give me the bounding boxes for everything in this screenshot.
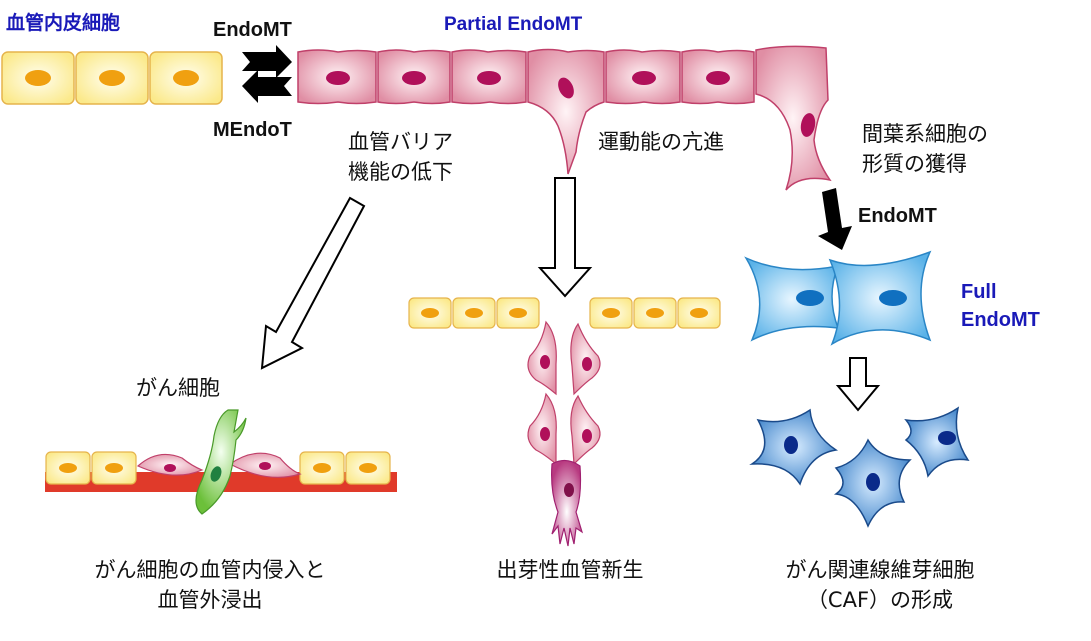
label-motility: 運動能の亢進 bbox=[598, 130, 724, 154]
label-endomt-forward: EndoMT bbox=[213, 19, 292, 41]
nucleus bbox=[313, 463, 331, 473]
nucleus bbox=[558, 77, 574, 99]
label-mesenchymal-1: 間葉系細胞の bbox=[862, 122, 988, 146]
reversible-arrows bbox=[242, 45, 292, 103]
nucleus bbox=[402, 71, 426, 85]
label-mesenchymal-2: 形質の獲得 bbox=[862, 152, 967, 176]
label-endomt-down: EndoMT bbox=[858, 205, 937, 227]
arrow-down-icon bbox=[818, 188, 852, 250]
caf-cells bbox=[749, 406, 970, 528]
label-barrier-loss-1: 血管バリア bbox=[348, 130, 453, 154]
nucleus bbox=[690, 308, 708, 318]
arrow-to-sprouting bbox=[537, 177, 593, 298]
nucleus bbox=[465, 308, 483, 318]
nucleus bbox=[938, 431, 956, 445]
label-partial-endomt: Partial EndoMT bbox=[444, 14, 583, 35]
nucleus bbox=[540, 427, 550, 441]
label-cancer-cell: がん細胞 bbox=[136, 376, 220, 400]
label-barrier-loss-2: 機能の低下 bbox=[348, 160, 453, 184]
nucleus bbox=[25, 70, 51, 86]
nucleus bbox=[564, 483, 574, 497]
arrow-left-icon bbox=[242, 70, 292, 103]
nucleus bbox=[879, 290, 907, 306]
nucleus bbox=[164, 464, 176, 472]
caf-cell bbox=[904, 406, 970, 478]
endothelial-cell-row bbox=[1, 51, 223, 105]
nucleus bbox=[646, 308, 664, 318]
nucleus bbox=[706, 71, 730, 85]
full-endomt-cell bbox=[744, 256, 840, 342]
hollow-arrow-down-icon bbox=[835, 357, 881, 412]
arrow-to-caf bbox=[835, 357, 881, 412]
nucleus bbox=[359, 463, 377, 473]
outcome-sprouting: 出芽性血管新生 bbox=[496, 558, 644, 582]
nucleus bbox=[105, 463, 123, 473]
cancer-cell bbox=[195, 409, 247, 515]
label-endothelial-cells: 血管内皮細胞 bbox=[6, 12, 121, 34]
label-full-endomt-2: EndoMT bbox=[961, 309, 1040, 331]
outcome-intravasation-1: がん細胞の血管内侵入と bbox=[94, 558, 326, 582]
partial-cell-mesenchymal bbox=[755, 45, 832, 191]
nucleus bbox=[509, 308, 527, 318]
intravasation-illustration bbox=[45, 409, 397, 515]
full-endomt-cells bbox=[744, 250, 932, 346]
label-full-endomt-1: Full bbox=[961, 281, 997, 303]
partial-cell-motile bbox=[527, 48, 605, 175]
nucleus bbox=[866, 473, 880, 491]
tip-cell bbox=[551, 459, 584, 547]
nucleus bbox=[99, 70, 125, 86]
hollow-arrow-icon bbox=[260, 196, 366, 370]
nucleus bbox=[582, 429, 592, 443]
outcome-caf-1: がん関連線維芽細胞 bbox=[785, 558, 975, 582]
nucleus bbox=[540, 355, 550, 369]
sprouting-illustration bbox=[408, 297, 721, 547]
outcome-intravasation-2: 血管外浸出 bbox=[157, 588, 263, 612]
nucleus bbox=[326, 71, 350, 85]
label-mendot: MEndoT bbox=[213, 119, 292, 141]
nucleus bbox=[582, 357, 592, 371]
nucleus bbox=[784, 436, 798, 454]
nucleus bbox=[632, 71, 656, 85]
nucleus bbox=[59, 463, 77, 473]
nucleus bbox=[259, 462, 271, 470]
arrow-endomt-full bbox=[818, 188, 852, 250]
nucleus bbox=[173, 70, 199, 86]
partial-nuclei bbox=[326, 71, 816, 137]
nucleus bbox=[602, 308, 620, 318]
nucleus bbox=[421, 308, 439, 318]
nucleus bbox=[796, 290, 824, 306]
hollow-arrow-down-icon bbox=[537, 177, 593, 298]
nucleus bbox=[800, 113, 816, 137]
arrow-right-icon bbox=[242, 45, 292, 78]
nucleus bbox=[210, 466, 222, 482]
nucleus bbox=[477, 71, 501, 85]
arrow-to-intravasation bbox=[260, 196, 366, 370]
outcome-caf-2: （CAF）の形成 bbox=[806, 588, 954, 612]
